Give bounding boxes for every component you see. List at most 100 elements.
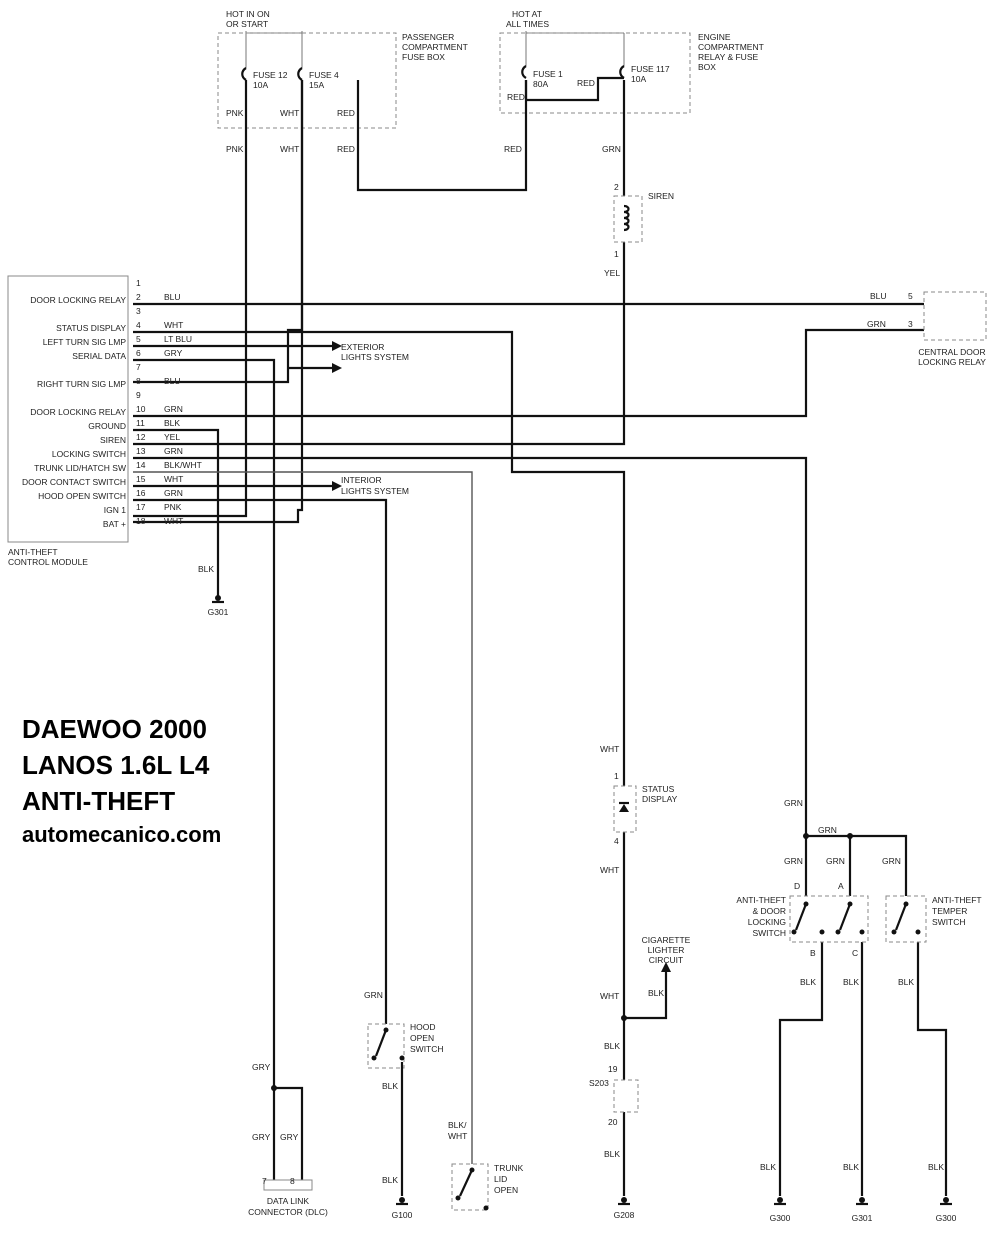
wire-grn-hood bbox=[133, 498, 388, 1024]
hood-switch-label-1: HOOD bbox=[410, 1022, 436, 1032]
grn-switch-label-1: GRN bbox=[784, 798, 803, 808]
wire-blk-pin-b bbox=[778, 942, 824, 1196]
engine-fuse-box-label-1: ENGINE bbox=[698, 32, 731, 42]
engine-fuse-box-label-3: RELAY & FUSE bbox=[698, 52, 758, 62]
trunk-lid-open-switch: TRUNK LID OPEN bbox=[451, 1163, 524, 1211]
central-relay-label-2: LOCKING RELAY bbox=[918, 357, 986, 367]
grn-relay-label: GRN bbox=[867, 319, 886, 329]
central-relay-pin-3: 3 bbox=[908, 319, 913, 329]
wire-blkwht-trunk bbox=[133, 471, 473, 1164]
fuse-4-rating: 15A bbox=[309, 80, 324, 90]
wire-yel-siren bbox=[133, 242, 626, 446]
wire-blk-cigarette bbox=[624, 972, 668, 1020]
grn-switch-label-5: GRN bbox=[882, 856, 901, 866]
pnk-label: PNK bbox=[226, 144, 244, 154]
grn-switch-label-2: GRN bbox=[818, 825, 837, 835]
status-display-label-1: STATUS bbox=[642, 784, 675, 794]
ground-g100-dot bbox=[399, 1197, 405, 1203]
wire-grn-door-relay bbox=[133, 328, 924, 418]
cigarette-label-3: CIRCUIT bbox=[649, 955, 683, 965]
module-pin-wire-color: LT BLU bbox=[164, 334, 192, 344]
interior-lights-system: INTERIOR LIGHTS SYSTEM bbox=[332, 475, 409, 496]
dlc-label-2: CONNECTOR (DLC) bbox=[248, 1207, 328, 1217]
module-pin-label: RIGHT TURN SIG LMP bbox=[37, 379, 126, 389]
ground-g300-right-label: G300 bbox=[936, 1213, 957, 1223]
module-pin-number: 18 bbox=[136, 516, 146, 526]
blk-wht-trunk-label-2: WHT bbox=[448, 1131, 467, 1141]
central-relay-outline bbox=[923, 291, 987, 341]
wire-blk-ground bbox=[133, 428, 220, 598]
wire-gry-dlc bbox=[272, 1086, 304, 1180]
ground-g208: G208 bbox=[614, 1197, 635, 1220]
ground-g301-label: G301 bbox=[208, 607, 229, 617]
lock-switch-pin-c: C bbox=[852, 948, 858, 958]
module-pin-wire-color: YEL bbox=[164, 432, 180, 442]
exterior-lights-label-2: LIGHTS SYSTEM bbox=[341, 352, 409, 362]
module-pin-label: DOOR LOCKING RELAY bbox=[30, 295, 126, 305]
wht-status-label-2: WHT bbox=[600, 865, 619, 875]
interior-lights-label-2: LIGHTS SYSTEM bbox=[341, 486, 409, 496]
wire-grn-temper bbox=[850, 834, 908, 896]
hood-switch-label-3: SWITCH bbox=[410, 1044, 444, 1054]
temper-switch-label-3: SWITCH bbox=[932, 917, 966, 927]
module-pin-wire-color: WHT bbox=[164, 516, 183, 526]
ground-g301-switch-label: G301 bbox=[852, 1213, 873, 1223]
gry-dlc-label-3: GRY bbox=[280, 1132, 299, 1142]
module-pin-label: DOOR LOCKING RELAY bbox=[30, 407, 126, 417]
temper-switch-contact-2 bbox=[891, 929, 897, 935]
red-label-1: RED bbox=[337, 144, 355, 154]
blk-pin-b-label: BLK bbox=[800, 977, 816, 987]
dlc-splice-dot bbox=[271, 1085, 277, 1091]
blk-g300-label-2: BLK bbox=[928, 1162, 944, 1172]
status-display: 1 4 STATUS DISPLAY bbox=[613, 771, 678, 846]
trunk-switch-label-2: LID bbox=[494, 1174, 507, 1184]
blk-cigarette-label: BLK bbox=[648, 988, 664, 998]
module-pin-label: SIREN bbox=[100, 435, 126, 445]
fuse-12-name: FUSE 12 bbox=[253, 70, 288, 80]
module-pin-wire-color: BLK bbox=[164, 418, 180, 428]
exterior-arrow-icon-2 bbox=[332, 363, 342, 373]
wire-gry-serial bbox=[133, 358, 276, 1088]
ground-g208-label: G208 bbox=[614, 1210, 635, 1220]
blk-g300-label-1: BLK bbox=[760, 1162, 776, 1172]
module-pin-wire-color: GRN bbox=[164, 446, 183, 456]
fuse-117-name: FUSE 117 bbox=[631, 64, 670, 74]
siren-coil-icon bbox=[623, 204, 630, 232]
module-pin-number: 2 bbox=[136, 292, 141, 302]
wires bbox=[133, 76, 948, 1196]
module-pin-number: 3 bbox=[136, 306, 141, 316]
hood-switch-contact-3 bbox=[399, 1055, 405, 1061]
fuse-1-symbol bbox=[521, 65, 527, 79]
red-label-inside: RED bbox=[337, 108, 355, 118]
dlc-label-1: DATA LINK bbox=[267, 1196, 310, 1206]
module-pin-number: 1 bbox=[136, 278, 141, 288]
temper-switch-label-2: TEMPER bbox=[932, 906, 967, 916]
status-display-pin-top: 1 bbox=[614, 771, 619, 781]
module-pin-number: 6 bbox=[136, 348, 141, 358]
passenger-fuse-box: PASSENGER COMPARTMENT FUSE BOX FUSE 12 1… bbox=[217, 32, 468, 129]
engine-fuse-box: ENGINE COMPARTMENT RELAY & FUSE BOX FUSE… bbox=[499, 32, 764, 114]
ground-g301-module: G301 bbox=[208, 595, 229, 617]
passenger-fuse-box-label-2: COMPARTMENT bbox=[402, 42, 468, 52]
lock-switch-outline bbox=[789, 895, 869, 943]
blu-relay-label: BLU bbox=[870, 291, 887, 301]
ground-g300-left: G300 bbox=[770, 1197, 791, 1223]
blk-temper-label: BLK bbox=[898, 977, 914, 987]
module-pin-label: BAT + bbox=[103, 519, 126, 529]
ground-g300-right: G300 bbox=[936, 1197, 957, 1223]
blk-hood-label-2: BLK bbox=[382, 1175, 398, 1185]
module-name-2: CONTROL MODULE bbox=[8, 557, 88, 567]
temper-switch-outline bbox=[885, 895, 927, 943]
s203-pin-bottom: 20 bbox=[608, 1117, 618, 1127]
ground-g208-dot bbox=[621, 1197, 627, 1203]
module-pin-wire-color: GRN bbox=[164, 404, 183, 414]
passenger-fuse-box-outline bbox=[217, 32, 397, 129]
module-pin-number: 10 bbox=[136, 404, 146, 414]
module-pin-label: STATUS DISPLAY bbox=[56, 323, 126, 333]
diagram-title: DAEWOO 2000 LANOS 1.6L L4 ANTI-THEFT aut… bbox=[22, 714, 221, 847]
central-relay-pin-5: 5 bbox=[908, 291, 913, 301]
hood-switch-label-2: OPEN bbox=[410, 1033, 434, 1043]
wire-wht-status bbox=[133, 330, 626, 786]
